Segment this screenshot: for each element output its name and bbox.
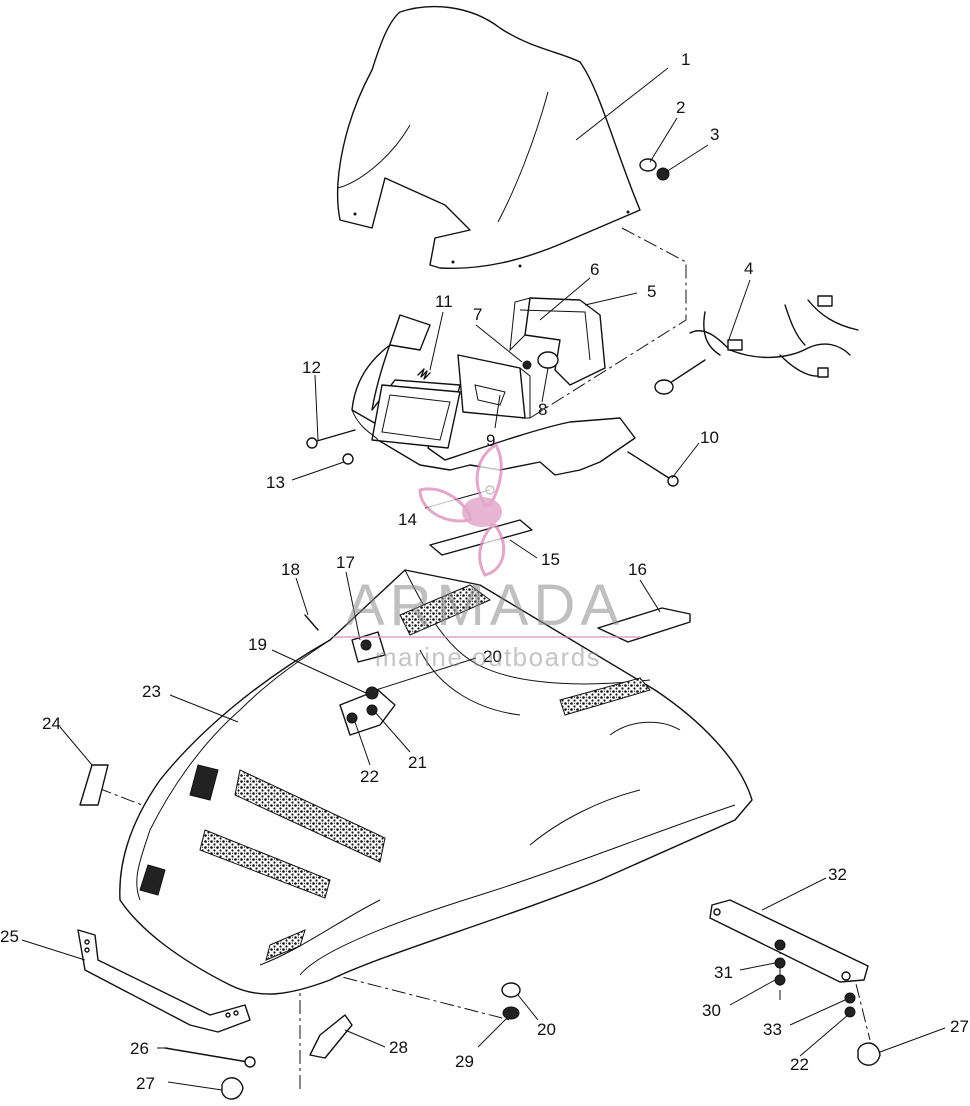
wire-harness [654,295,859,395]
callout-9: 9 [486,431,495,450]
watermark: ARMADA marine outboards [333,442,640,672]
grommet-bottom [501,982,521,1020]
hand-grip-left [79,764,109,806]
nut-left [342,453,354,465]
callout-6: 6 [590,260,599,279]
callout-25: 25 [0,927,19,946]
callout-2: 2 [676,98,685,117]
clip-left [221,1077,244,1100]
callout-17: 17 [336,553,355,572]
propeller-logo-icon [418,442,506,577]
callout-8: 8 [538,400,547,419]
headlight-bracket-pan [351,314,636,476]
callout-26: 26 [130,1039,149,1058]
pin-bolt [164,1047,256,1068]
callout-4: 4 [744,259,753,278]
callout-29: 29 [455,1052,474,1071]
callout-24: 24 [42,714,61,733]
screw-left [306,429,356,449]
assembly-line-windshield [529,227,687,419]
callout-27-left: 27 [136,1074,155,1093]
callout-33: 33 [763,1020,782,1039]
callout-22-top: 22 [360,767,379,786]
callout-21: 21 [408,753,427,772]
callout-20-bottom: 20 [537,1020,556,1039]
watermark-tagline: marine outboards [375,642,601,672]
mount-bracket-left [77,929,251,1033]
hood [119,569,753,995]
leader-lines [21,67,946,1091]
spring [417,368,431,380]
callout-5: 5 [647,282,656,301]
callout-1: 1 [681,50,690,69]
callout-19: 19 [248,635,267,654]
callout-18: 18 [281,560,300,579]
callout-20-top: 20 [483,647,502,666]
washer-stack-right [774,939,856,1018]
callout-28: 28 [389,1038,408,1057]
callout-11: 11 [435,292,453,311]
callout-30: 30 [702,1001,721,1020]
callout-23: 23 [142,682,161,701]
callout-22-bottom: 22 [790,1055,809,1074]
callout-16: 16 [628,560,647,579]
windshield [336,5,641,269]
callout-labels: 1 2 3 4 5 6 7 8 9 10 11 12 13 14 15 16 1… [0,50,969,1093]
callout-27-right: 27 [950,1017,969,1036]
windshield-grommet [639,158,670,181]
callout-10: 10 [700,428,719,447]
screw-right [627,451,679,487]
callout-32: 32 [828,865,847,884]
callout-7: 7 [473,305,482,324]
callout-31: 31 [714,963,733,982]
callout-14: 14 [398,510,417,529]
hand-grip-right [309,1014,353,1059]
callout-12: 12 [302,358,321,377]
headlight-lamp [457,351,559,419]
mount-bracket-right [709,899,869,983]
callout-15: 15 [541,550,560,569]
callout-3: 3 [710,125,719,144]
clip-right [857,1042,881,1066]
vent-cover [597,607,691,643]
watermark-brand: ARMADA [346,573,624,638]
callout-13: 13 [266,473,285,492]
